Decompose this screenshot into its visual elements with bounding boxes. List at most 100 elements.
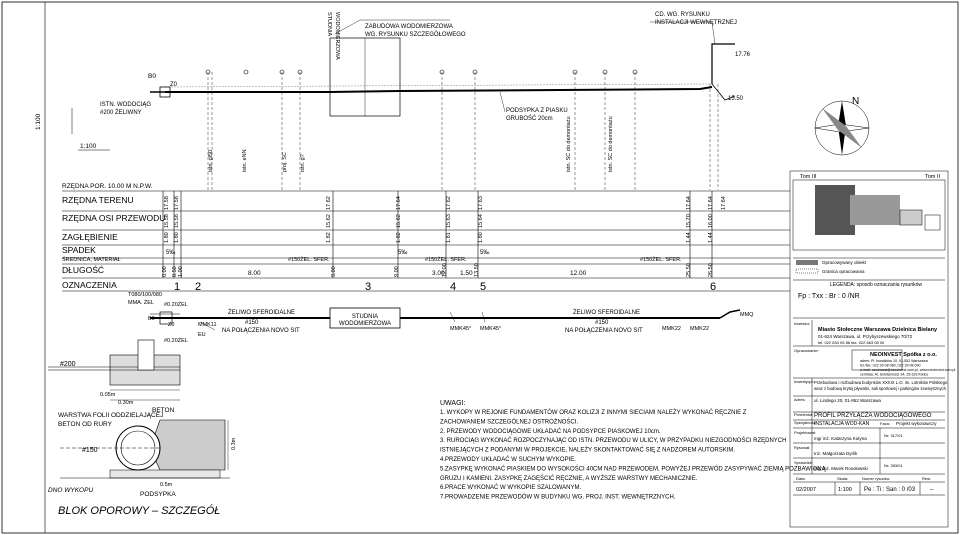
depth-value-1: 1.80 — [164, 232, 170, 243]
length-pos-1: 0.00 — [162, 266, 168, 277]
table-row-4: SPADEK — [62, 245, 96, 255]
depth-value-6: 1.80 — [478, 232, 484, 243]
number-value: Pe : Ti : San : 0 /03 — [864, 487, 916, 493]
depth-value-2: 1.80 — [174, 232, 180, 243]
plan-view — [150, 307, 741, 331]
plan-code-6: MMK45° — [480, 326, 501, 332]
detail-view — [48, 339, 230, 479]
plan-code-8: MMK22 — [690, 326, 709, 332]
drawing-title: PROFIL PRZYŁĄCZA WODOCIĄGOWEGO — [814, 413, 932, 419]
plan-pipe-1b: #150 — [245, 320, 259, 326]
terrain-value-8: 17.64 — [708, 196, 714, 210]
table-row-3: ZAGŁĘBIENIE — [62, 232, 118, 242]
designed-by-label: Projektował: — [794, 430, 816, 435]
axis-value-6: 15.64 — [478, 214, 484, 228]
length-pos-5: 9.00 — [394, 266, 400, 277]
detail-dim-2: 0.30m — [118, 400, 134, 406]
north-arrow — [814, 100, 870, 156]
phase-value: Projekt wykonawczy — [896, 421, 937, 426]
plan-pipe-1: ŻELIWO SFEROIDALNE — [228, 309, 295, 316]
investor-label: Inwestor: — [794, 321, 810, 326]
note-line-1: 1. WYKOPY W REJONIE FUNDAMENTÓW ORAZ KOL… — [440, 409, 747, 416]
depth-value-7: 1.44 — [686, 232, 692, 243]
utility-label-5: istn. SC do demontażu — [566, 116, 572, 172]
date-value: 02/2007 — [796, 487, 816, 493]
profile-table — [62, 190, 790, 292]
install-label: CD. WG. RYSUNKU — [655, 12, 710, 18]
utility-label-4: istn. g? — [300, 154, 306, 172]
slope-value-1: 5‰ — [166, 250, 175, 256]
investment-label: Inwestycja: — [794, 379, 814, 384]
designer-name: NEOINVEST Spółka z o.o. — [870, 352, 937, 358]
note-line-9: 6.PRACE WYKONAĆ W WYKOPIE SZALOWANYM. — [440, 484, 581, 491]
plan-pipe-2b: #150 — [595, 320, 609, 326]
mark-3: 3 — [365, 281, 371, 293]
axis-value-7: 15.70 — [686, 214, 692, 228]
detail-pipe-200: #200 — [60, 361, 76, 368]
length-pos-2: 0.50 — [172, 266, 178, 277]
length-pos-4: 9.00 — [331, 266, 337, 277]
plan-code-5: MMK45° — [450, 326, 471, 332]
utility-label-6: istn. SC do demontażu — [608, 116, 614, 172]
tom-left: Tom III — [800, 174, 817, 180]
plan-code-13: MMA. ŻEL — [128, 299, 154, 306]
detail-label-3: BETON — [152, 407, 175, 414]
scale-label: Skala: — [837, 476, 848, 481]
detail-label-1: WARSTWA FOLII ODDZIELAJĄCEJ — [58, 412, 163, 419]
phase-label: Faza: — [880, 421, 890, 426]
axis-value-8: 16.00 — [708, 214, 714, 228]
depth-value-8: 1.44 — [708, 232, 714, 243]
plan-code-12: T080/100/080 — [128, 292, 162, 298]
note-line-3: 2. PRZEWODY WODOCIĄGOWE UKŁADAĆ NA PODSY… — [440, 428, 661, 435]
length-pos-3: 1.00 — [178, 266, 184, 277]
legend-item-2: Granica opracowania — [822, 269, 865, 274]
plan-well-2: WODOMIERZOWA — [339, 321, 391, 327]
note-line-4: 3. RUROCIĄG WYKONAĆ ROZPOCZYNAJĄC OD IST… — [440, 436, 786, 444]
utility-label-2: istn. eNN — [242, 149, 248, 172]
pipe-code-b0: B0 — [148, 73, 156, 80]
depth-value-3: 1.82 — [326, 232, 332, 243]
checked-by: mgr inż. Marek Rosołowski — [814, 466, 868, 471]
scale-value: 1:100 — [838, 487, 852, 493]
detail-dim-4: 0.5m — [160, 482, 173, 488]
investment-1: Przebudowa i rozbudowa budynków XXXIX L.… — [814, 380, 948, 385]
sand-label: PODSYPKA Z PIASKU — [506, 108, 568, 114]
building-label: ZABUDOWA WODOMIERZOWA — [365, 24, 453, 30]
diameter-value-3: #150ŻEL. SFER. — [640, 256, 682, 263]
length-pos-9: 26.50 — [708, 263, 714, 277]
drawing-code: Fp : Txx : Br : 0 /NR — [798, 293, 860, 300]
pipe-code-z0: Z0 — [170, 82, 178, 88]
terrain-value-7: 17.64 — [686, 196, 692, 210]
depth-value-5: 1.81 — [446, 232, 452, 243]
axis-value-3: 15.62 — [326, 214, 332, 228]
terrain-value-6: 17.63 — [478, 196, 484, 210]
existing-pipe-label-2: #200 ŻELIWNY — [100, 109, 142, 116]
detail-title: BLOK OPOROWY – SZCZEGÓŁ — [58, 504, 220, 517]
north-letter: N — [852, 96, 859, 107]
detail-dim-1: 0.05m — [100, 392, 116, 398]
legend-item-1: Opracowywany obiekt — [822, 260, 867, 265]
terrain-value-5: 17.62 — [446, 196, 452, 210]
designer-label: Opracowanie: — [794, 348, 819, 353]
drawn-by: Inż. Małgorzata Dyrlik — [814, 451, 858, 456]
plan-pipe-1c: NA POŁĄCZENIA NOVO SIT — [222, 328, 300, 334]
plan-code-10: B0 — [148, 316, 155, 322]
terrain-value-2: 17.58 — [174, 196, 180, 210]
designed-by: mgr inż. Katarzyna Kutyna — [814, 436, 867, 441]
terrain-value-9: 17.64 — [721, 196, 727, 210]
note-line-6: 4.PRZEWODY UKŁADAĆ W SUCHYM WYKOPIE. — [440, 456, 576, 463]
address-value: ul. Lindego 20, 01-952 Warszawa — [814, 398, 881, 403]
table-row-5: ŚREDNICA, MATERIAŁ — [62, 255, 121, 263]
notes-head: UWAGI: — [440, 400, 465, 407]
utility-label-3: proj. SC — [282, 152, 288, 172]
note-line-10: 7.PROWADZENIE PRZEWODÓW W BUDYNKU WG. PR… — [440, 494, 676, 501]
terrain-value-1: 17.58 — [164, 196, 170, 210]
slope-value-2: 5‰ — [398, 250, 407, 256]
length-pos-8: 25.50 — [686, 263, 692, 277]
plan-code-7: MMK22 — [662, 326, 681, 332]
designed-by-no: Nr: 317/01 — [884, 433, 903, 438]
checked-by-label: Sprawdził: — [794, 460, 812, 465]
plan-well: STUDNIA — [352, 314, 378, 320]
investor-1: Miasto Stołeczne Warszawa Dzielnica Biel… — [818, 327, 938, 333]
